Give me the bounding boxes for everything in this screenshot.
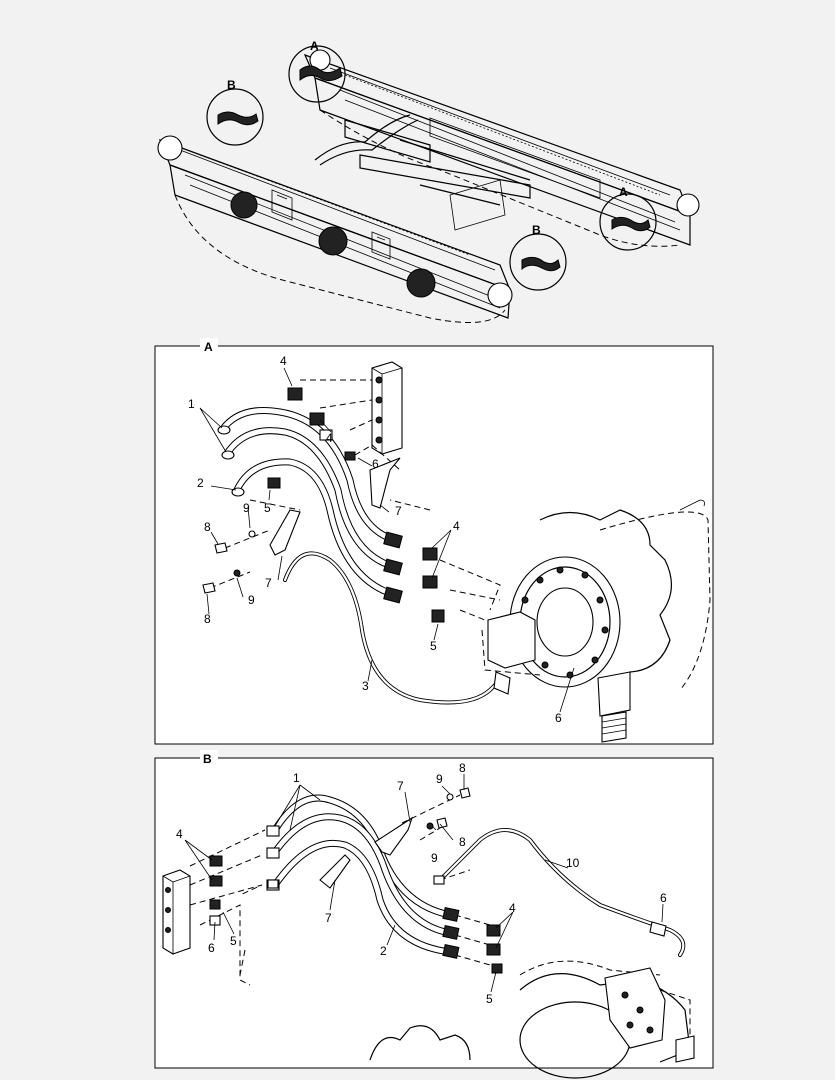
panel-b-manifold-block bbox=[162, 869, 191, 955]
panel-b-callout-1: 1 bbox=[293, 771, 300, 785]
panel-a-drive-motor bbox=[481, 499, 711, 743]
panel-b-callout-5b: 5 bbox=[486, 992, 493, 1006]
panel-a-manifold-block bbox=[371, 361, 403, 455]
panel-a-callout-6b: 6 bbox=[555, 711, 562, 725]
panel-b-callout-9b: 9 bbox=[431, 851, 438, 865]
panel-b-callout-7b: 7 bbox=[325, 911, 332, 925]
panel-b-callout-6b: 6 bbox=[208, 941, 215, 955]
panel-b-callout-8b: 8 bbox=[459, 835, 466, 849]
overview-track-frame-illustration: A B A B bbox=[157, 39, 700, 323]
panel-a-callout-9b: 9 bbox=[248, 593, 255, 607]
overview-callout-a-top: A bbox=[310, 39, 319, 53]
panel-b-callout-2: 2 bbox=[380, 944, 387, 958]
panel-a-callout-2: 2 bbox=[197, 476, 204, 490]
panel-b-callout-4b: 4 bbox=[509, 901, 516, 915]
panel-b-title: B bbox=[203, 752, 212, 766]
panel-a-callout-7b: 7 bbox=[265, 576, 272, 590]
panel-b-callout-7a: 7 bbox=[397, 779, 404, 793]
panel-b-callout-5a: 5 bbox=[230, 934, 237, 948]
panel-b-callout-4a: 4 bbox=[176, 827, 183, 841]
panel-a-callout-8a: 8 bbox=[204, 520, 211, 534]
panel-a-fittings bbox=[267, 387, 581, 669]
panel-a-title: A bbox=[204, 340, 213, 354]
panel-a-callout-5b: 5 bbox=[430, 639, 437, 653]
panel-a-callout-4b: 4 bbox=[326, 431, 333, 445]
panel-b-callout-9a: 9 bbox=[436, 772, 443, 786]
panel-a-callout-4a: 4 bbox=[280, 354, 287, 368]
detail-panel-b: B bbox=[154, 750, 714, 1079]
panel-a-callout-8b: 8 bbox=[204, 612, 211, 626]
detail-panel-a: A bbox=[154, 338, 714, 745]
panel-b-callout-8a: 8 bbox=[459, 761, 466, 775]
panel-a-callout-3: 3 bbox=[362, 679, 369, 693]
overview-callout-b-left: B bbox=[227, 78, 236, 92]
panel-a-callout-5a: 5 bbox=[264, 501, 271, 515]
panel-a-callout-9a: 9 bbox=[243, 501, 250, 515]
panel-a-callout-7a: 7 bbox=[395, 504, 402, 518]
panel-b-callout-10: 10 bbox=[566, 856, 580, 870]
panel-a-callout-1: 1 bbox=[188, 397, 195, 411]
panel-b-callout-6a: 6 bbox=[660, 891, 667, 905]
panel-a-callout-4c: 4 bbox=[453, 519, 460, 533]
panel-b-drive-motor bbox=[369, 960, 695, 1079]
panel-b-hoses bbox=[266, 794, 460, 959]
panel-b-fittings bbox=[209, 855, 503, 974]
overview-callout-b-bottom: B bbox=[532, 223, 541, 237]
panel-a-callout-6a: 6 bbox=[372, 457, 379, 471]
overview-callout-a-right: A bbox=[619, 185, 628, 199]
